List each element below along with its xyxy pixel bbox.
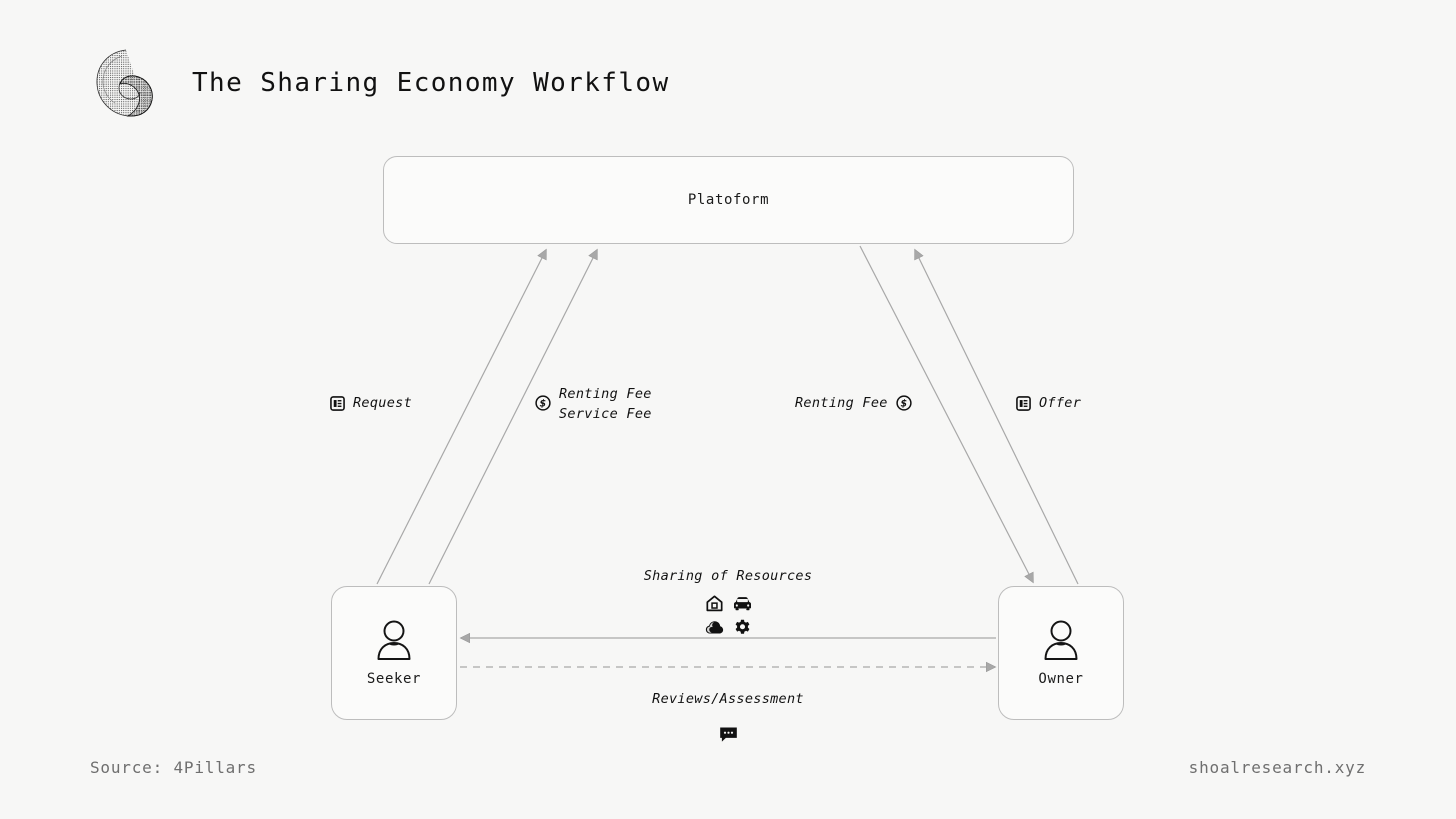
edge-label-offer: Offer [1016,395,1081,411]
page-title: The Sharing Economy Workflow [192,68,670,98]
center-label-reviews: Reviews/Assessment [0,691,1456,743]
dollar-circle-icon: $ [896,395,912,411]
shell-logo-icon [96,49,153,117]
dollar-circle-icon: $ [535,395,551,411]
node-platform[interactable]: Platoform [383,156,1074,244]
edge-label-request: Request [330,395,412,411]
edge-label-renting-fee-text: Renting Fee [795,395,888,411]
svg-text:$: $ [900,399,907,410]
center-label-reviews-text: Reviews/Assessment [652,691,804,707]
node-owner-label: Owner [1038,671,1084,687]
document-icon [1016,395,1031,411]
cloud-icon [705,620,723,633]
edge-label-fees-line2: Service Fee [559,406,652,423]
svg-text:$: $ [540,399,547,410]
node-owner[interactable]: Owner [998,586,1124,720]
edge-label-fees-line1: Renting Fee [559,386,652,402]
edge-label-renting-fee: Renting Fee $ [795,395,912,411]
gear-icon [735,619,749,634]
node-seeker[interactable]: Seeker [331,586,457,720]
footer-source: Source: 4Pillars [90,758,257,777]
document-icon [330,395,345,411]
center-label-sharing-text: Sharing of Resources [643,568,813,584]
resource-icon-grid [700,591,756,639]
house-icon [705,594,723,611]
node-platform-label: Platoform [687,192,770,208]
node-seeker-label: Seeker [366,671,422,687]
edge-label-request-text: Request [353,395,412,411]
car-icon [733,596,751,610]
footer-site: shoalresearch.xyz [1188,758,1366,777]
page-header: The Sharing Economy Workflow [88,44,670,122]
edge-label-fees: $ Renting Fee Service Fee [535,385,652,423]
chat-bubble-icon [719,727,737,742]
edge-label-offer-text: Offer [1039,395,1082,411]
edge-platform-to-owner-renting-fee [859,245,1034,584]
person-icon [1044,620,1078,660]
edge-owner-to-platform-offer [914,248,1079,585]
person-icon [377,620,411,660]
center-label-sharing: Sharing of Resources [0,568,1456,639]
edge-seeker-to-platform-request [376,248,547,585]
